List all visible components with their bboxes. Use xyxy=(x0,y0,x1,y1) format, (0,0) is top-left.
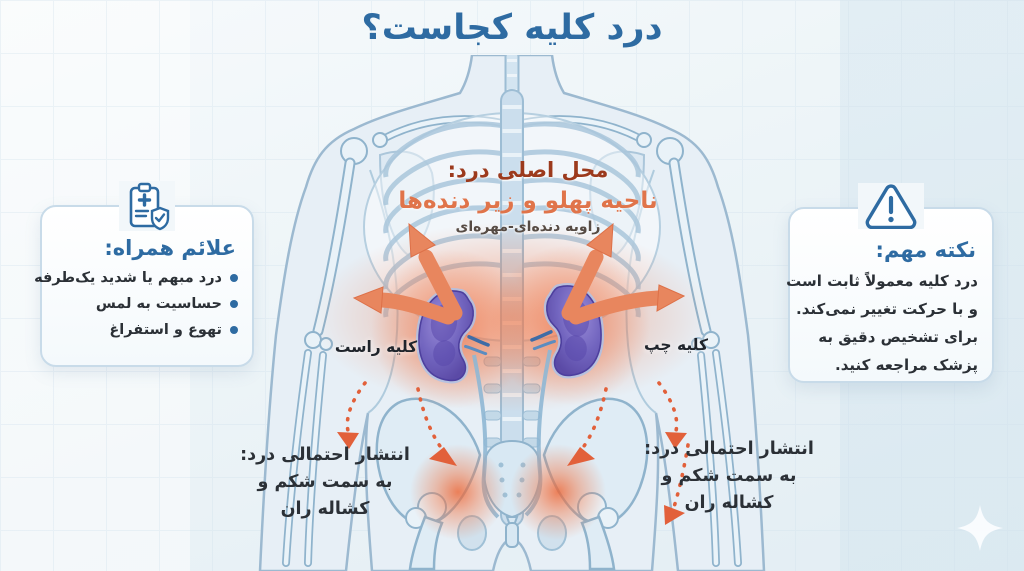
skeleton-shoulders-arms xyxy=(286,119,738,563)
pain-direction-arrows xyxy=(352,222,686,325)
symptom-item-label: درد مبهم یا شدید یک‌طرفه xyxy=(34,270,222,286)
page-title: درد کلیه کجاست؟ xyxy=(361,8,663,48)
kidney-right-label: کلیه راست xyxy=(334,338,418,356)
pain-location-heading: محل اصلی درد: xyxy=(447,158,609,182)
pain-glow-flank xyxy=(312,222,712,412)
pain-glow-groin xyxy=(410,444,606,540)
pain-location-subnote: زاویه دنده‌ای-مهره‌ای xyxy=(455,219,601,235)
radiation-line: کشاله ران xyxy=(684,493,774,513)
symptoms-card: علائم همراه: درد مبهم یا شدید یک‌طرفه حس… xyxy=(34,181,254,367)
note-line: درد کلیه معمولاً ثابت است xyxy=(786,272,978,290)
bullet-dot-icon xyxy=(230,326,238,334)
sparkle-icon xyxy=(957,505,1003,551)
radiation-annotation-left-side: انتشار احتمالی درد: به سمت شکم و کشاله ر… xyxy=(638,436,820,517)
radiation-heading: انتشار احتمالی درد: xyxy=(240,445,410,465)
radiation-line: به سمت شکم و xyxy=(257,472,393,492)
note-line: و با حرکت تغییر نمی‌کند. xyxy=(796,300,978,318)
radiation-dotted-arrows xyxy=(337,381,690,525)
radiation-line: به سمت شکم و xyxy=(661,466,797,486)
radiation-line: کشاله ران xyxy=(280,499,370,519)
clipboard-medical-shield-icon xyxy=(119,181,175,231)
symptom-item: تهوع و استفراغ xyxy=(52,317,238,343)
bullet-dot-icon xyxy=(230,300,238,308)
note-line: برای تشخیص دقیق به xyxy=(818,328,978,346)
main-pain-location: محل اصلی درد: ناحیه پهلو و زیر دنده‌ها ز… xyxy=(390,156,666,237)
note-line: پزشک مراجعه کنید. xyxy=(835,356,978,374)
kidney-left-label: کلیه چپ xyxy=(643,336,709,354)
symptom-item-label: تهوع و استفراغ xyxy=(109,322,222,338)
note-card-title: نکته مهم: xyxy=(875,238,976,262)
warning-triangle-icon xyxy=(858,183,924,230)
symptoms-card-title: علائم همراه: xyxy=(104,236,236,260)
torso-anatomy-illustration xyxy=(258,55,766,571)
radiation-heading: انتشار احتمالی درد: xyxy=(644,439,814,459)
pain-location-area: ناحیه پهلو و زیر دنده‌ها xyxy=(398,188,658,214)
important-note-card: نکته مهم: درد کلیه معمولاً ثابت است و با… xyxy=(786,183,994,383)
symptom-item: درد مبهم یا شدید یک‌طرفه xyxy=(34,265,238,291)
symptom-item-label: حساسیت به لمس xyxy=(95,296,222,312)
symptom-item: حساسیت به لمس xyxy=(52,291,238,317)
bullet-dot-icon xyxy=(230,274,238,282)
radiation-annotation-right-side: انتشار احتمالی درد: به سمت شکم و کشاله ر… xyxy=(233,442,417,523)
